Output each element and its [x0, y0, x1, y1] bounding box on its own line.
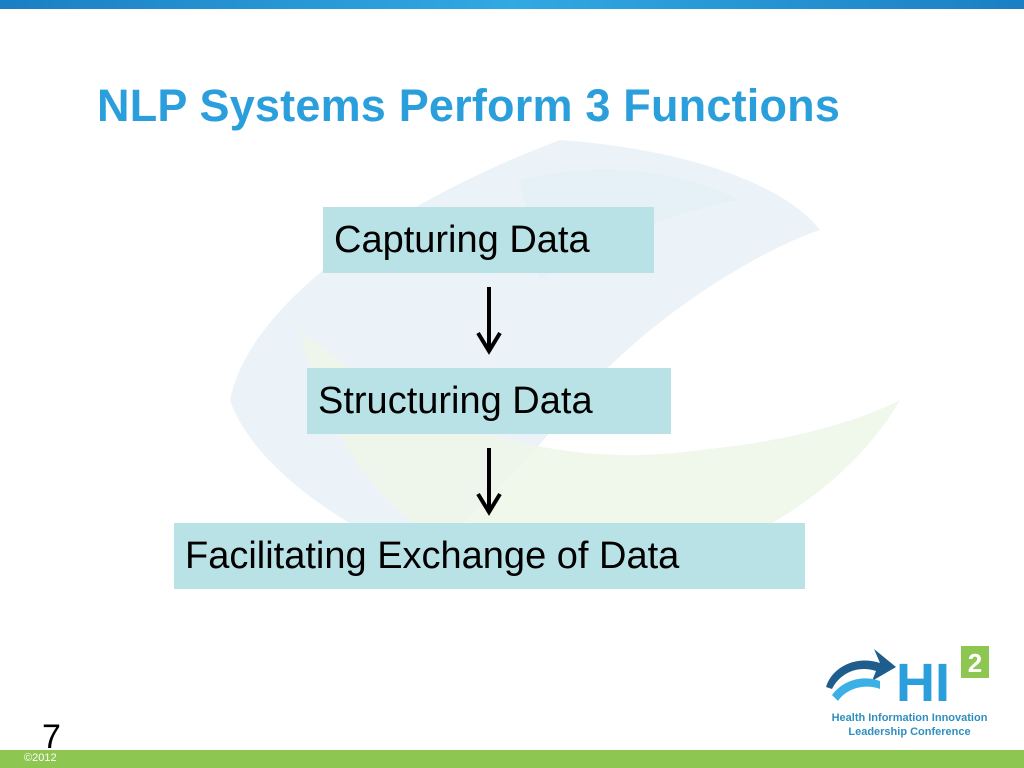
step-box-structuring-data: Structuring Data — [307, 368, 671, 434]
logo-superscript: 2 — [968, 648, 982, 678]
bottom-accent-bar — [0, 750, 1024, 768]
hi2-conference-logo: HI 2 Health Information Innovation Leade… — [822, 645, 997, 743]
page-number: 7 — [42, 718, 61, 756]
step-box-capturing-data: Capturing Data — [323, 207, 654, 273]
hi2-logo-mark: HI 2 — [826, 646, 989, 709]
copyright-text: ©2012 — [24, 752, 57, 764]
down-arrow-icon — [476, 287, 502, 355]
top-accent-bar — [0, 0, 1024, 9]
logo-tagline-line1: Health Information Innovation — [831, 712, 988, 724]
step-box-facilitating-exchange: Facilitating Exchange of Data — [174, 523, 805, 589]
slide-title: NLP Systems Perform 3 Functions — [97, 80, 841, 131]
logo-hi-text: HI — [896, 653, 950, 709]
down-arrow-icon — [476, 448, 502, 516]
logo-tagline-line2: Leadership Conference — [848, 726, 971, 738]
